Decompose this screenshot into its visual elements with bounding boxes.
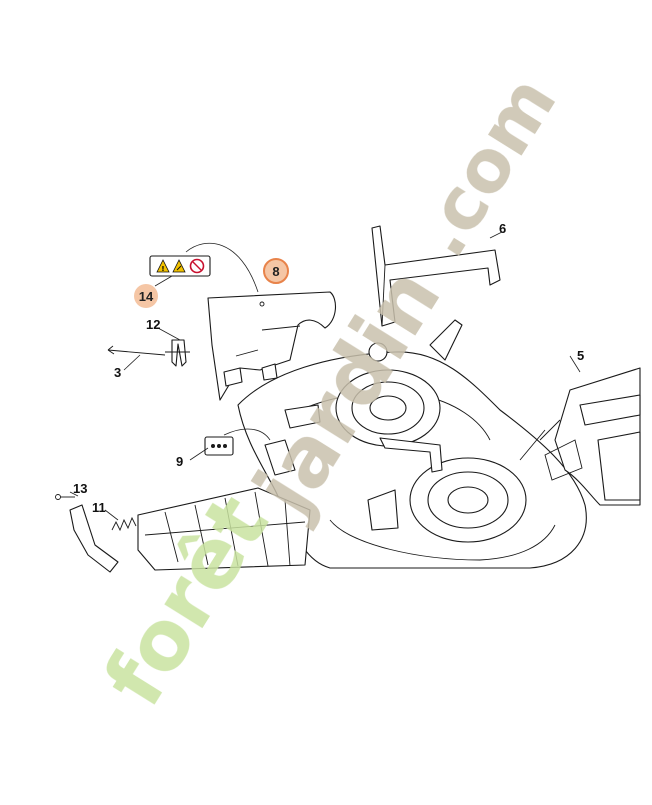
- callout-8-highlight: 8: [263, 258, 289, 284]
- warning-triangle-icon: !: [156, 259, 170, 273]
- mower-deck: [237, 319, 587, 569]
- callout-14-highlight: 14: [134, 284, 158, 308]
- part-11-spring: [111, 516, 137, 532]
- callout-6: 6: [499, 221, 506, 236]
- part-8-cover: [207, 291, 336, 401]
- no-entry-icon: [189, 258, 205, 274]
- watermark: forêt jardin .com: [86, 62, 572, 723]
- part-5-housing: [544, 367, 641, 506]
- callout-11: 11: [92, 500, 106, 515]
- part-6-bracket: [371, 225, 501, 327]
- callout-8: 8: [272, 264, 279, 279]
- part-3-rod: [107, 345, 166, 356]
- watermark-dotcom: .com: [398, 62, 572, 271]
- part-13-bolt: [55, 494, 75, 500]
- hand-hazard-icon: [172, 259, 186, 273]
- svg-text:!: !: [161, 265, 164, 273]
- callout-3: 3: [114, 365, 121, 380]
- part-14-decal: !: [149, 255, 211, 277]
- grass-deflector: [137, 487, 311, 571]
- watermark-foret: forêt: [86, 480, 287, 723]
- callout-9: 9: [176, 454, 183, 469]
- callout-12: 12: [146, 317, 160, 332]
- callout-13: 13: [73, 481, 87, 496]
- callout-labels: 3 5 6 9 11 12 13 8 14: [73, 221, 584, 515]
- lever-bracket: [69, 504, 119, 573]
- callout-14: 14: [139, 289, 154, 304]
- part-12-hinge: [165, 339, 190, 367]
- callout-5: 5: [577, 348, 584, 363]
- leader-lines: [69, 231, 581, 521]
- part-9-plate: [204, 436, 234, 456]
